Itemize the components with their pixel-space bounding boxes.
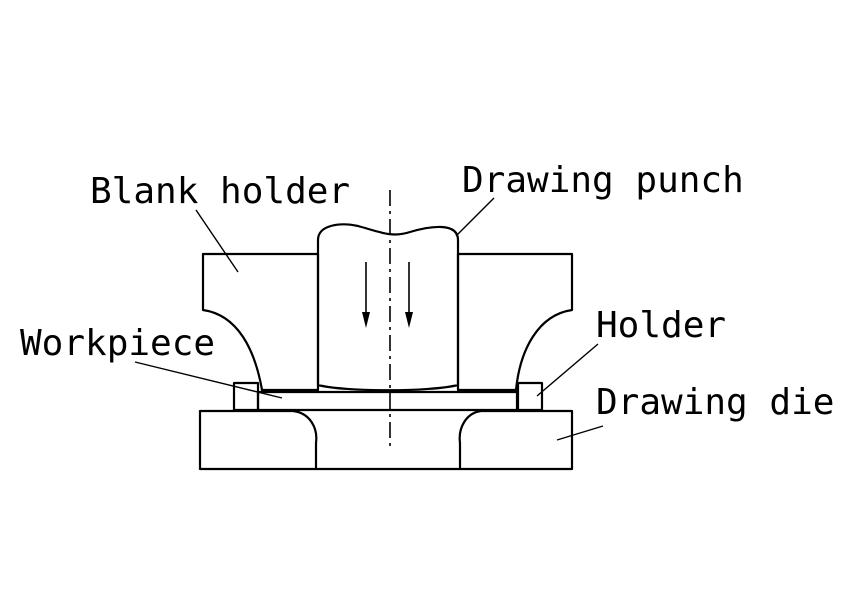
label-blank-holder: Blank holder bbox=[90, 171, 350, 212]
leader-holder bbox=[536, 343, 599, 397]
drawing-punch bbox=[316, 223, 460, 392]
blank-holder-right bbox=[456, 252, 574, 392]
label-drawing-punch: Drawing punch bbox=[462, 160, 744, 201]
leader-blank-holder bbox=[195, 209, 239, 273]
label-drawing-die: Drawing die bbox=[596, 382, 834, 423]
arrow-down-icon bbox=[405, 262, 413, 328]
label-holder: Holder bbox=[596, 305, 726, 346]
drawing-die-right bbox=[458, 409, 574, 471]
holder-right bbox=[516, 381, 544, 412]
blank-holder-left bbox=[201, 252, 320, 392]
drawing-die-left bbox=[198, 409, 318, 471]
leader-drawing-die bbox=[556, 425, 604, 441]
workpiece bbox=[256, 390, 519, 412]
label-workpiece: Workpiece bbox=[20, 323, 215, 364]
leader-workpiece bbox=[134, 361, 283, 399]
leader-drawing-punch bbox=[455, 197, 495, 237]
arrow-down-icon bbox=[362, 262, 370, 328]
